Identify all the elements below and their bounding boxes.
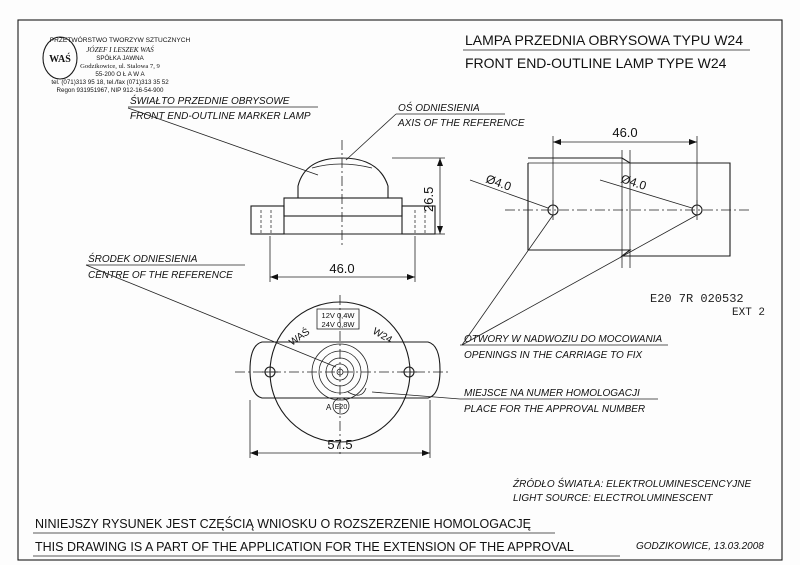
label-approval-english: PLACE FOR THE APPROVAL NUMBER	[464, 404, 645, 415]
title-polish: LAMPA PRZEDNIA OBRYSOWA TYPU W24	[465, 32, 743, 48]
company-logo-text: WAŚ	[49, 53, 71, 65]
dim-hole-right: Ø4.0	[619, 172, 648, 193]
footer-block: NINIEJSZY RYSUNEK JEST CZĘŚCIĄ WNIOSKU O…	[33, 516, 764, 557]
leader-centre	[85, 264, 337, 368]
leader-holes-right	[461, 214, 698, 346]
lamp-type-mark: W24	[371, 326, 395, 346]
approval-e-mark: E20	[335, 404, 348, 411]
approval-stamp: E20 7R 020532 EXT 2	[650, 292, 765, 319]
footer-english: THIS DRAWING IS A PART OF THE APPLICATIO…	[35, 540, 574, 554]
company-logo-icon	[42, 36, 78, 80]
drawing-frame	[17, 19, 783, 561]
lamp-rating-12v: 12V 0,4W	[322, 311, 356, 320]
footer-place-date: GODZIKOWICE, 13.03.2008	[636, 541, 764, 552]
dim-width-side: 46.0	[329, 261, 354, 276]
label-centre-english: CENTRE OF THE REFERENCE	[88, 270, 233, 281]
label-lamp-polish: ŚWIAŁTO PRZEDNIE OBRYSOWE	[130, 94, 290, 107]
footer-polish: NINIEJSZY RYSUNEK JEST CZĘŚCIĄ WNIOSKU O…	[35, 516, 531, 531]
label-centre-polish: ŚRODEK ODNIESIENIA	[88, 252, 198, 265]
dim-hole-spacing: 46.0	[612, 125, 637, 140]
lamp-brand-mark: WAŚ	[286, 325, 312, 349]
leader-holes-left	[461, 214, 554, 346]
light-source-english: LIGHT SOURCE: ELECTROLUMINESCENT	[513, 493, 713, 504]
company-line-2: JÓZEF I LESZEK WAŚ	[86, 44, 154, 54]
label-axis-english: AXIS OF THE REFERENCE	[397, 118, 525, 129]
leader-axis	[345, 113, 397, 161]
dim-width-bottom: 57.5	[327, 437, 352, 452]
dim-height: 26.5	[421, 187, 436, 212]
label-holes-english: OPENINGS IN THE CARRIAGE TO FIX	[464, 350, 643, 361]
label-holes-polish: OTWORY W NADWOZIU DO MOCOWANIA	[464, 334, 662, 345]
company-line-6: tel. (071)313 95 18, tel./fax (071)313 3…	[51, 79, 169, 86]
lamp-side-view: 26.5 46.0	[250, 140, 445, 282]
lamp-rating-24v: 24V 0,8W	[322, 320, 356, 329]
leader-lamp	[127, 107, 319, 176]
label-approval-polish: MIEJSCE NA NUMER HOMOLOGACJI	[464, 388, 640, 399]
company-line-3: SPÓŁKA JAWNA	[96, 55, 144, 62]
mounting-holes-view: 46.0 Ø4.0 Ø4.0	[469, 125, 750, 268]
company-line-5: 55-200 O Ł A W A	[95, 71, 145, 78]
company-line-4: Godzikowice, ul. Stalowa 7, 9	[80, 63, 160, 70]
company-line-7: Regon 931951967, NIP 912-16-54-900	[57, 87, 164, 94]
leader-approval	[371, 391, 461, 400]
stamp-line-2: EXT 2	[732, 307, 765, 319]
approval-a-mark: A	[326, 403, 332, 412]
company-line-1: PRZETWÓRSTWO TWORZYW SZTUCZNYCH	[50, 35, 191, 44]
title-english: FRONT END-OUTLINE LAMP TYPE W24	[465, 55, 727, 71]
stamp-line-1: E20 7R 020532	[650, 292, 744, 306]
title-block: LAMPA PRZEDNIA OBRYSOWA TYPU W24 FRONT E…	[463, 32, 750, 71]
label-axis-polish: OŚ ODNIESIENIA	[398, 101, 480, 114]
label-lamp-english: FRONT END-OUTLINE MARKER LAMP	[130, 111, 311, 122]
company-block: WAŚ PRZETWÓRSTWO TWORZYW SZTUCZNYCH JÓZE…	[42, 35, 191, 94]
lamp-front-view: WAŚ W24 12V 0,4W 24V 0,8W A E20 57.5	[235, 295, 450, 458]
light-source-polish: ŹRÓDŁO ŚWIATŁA: ELEKTROLUMINESCENCYJNE	[512, 477, 752, 490]
